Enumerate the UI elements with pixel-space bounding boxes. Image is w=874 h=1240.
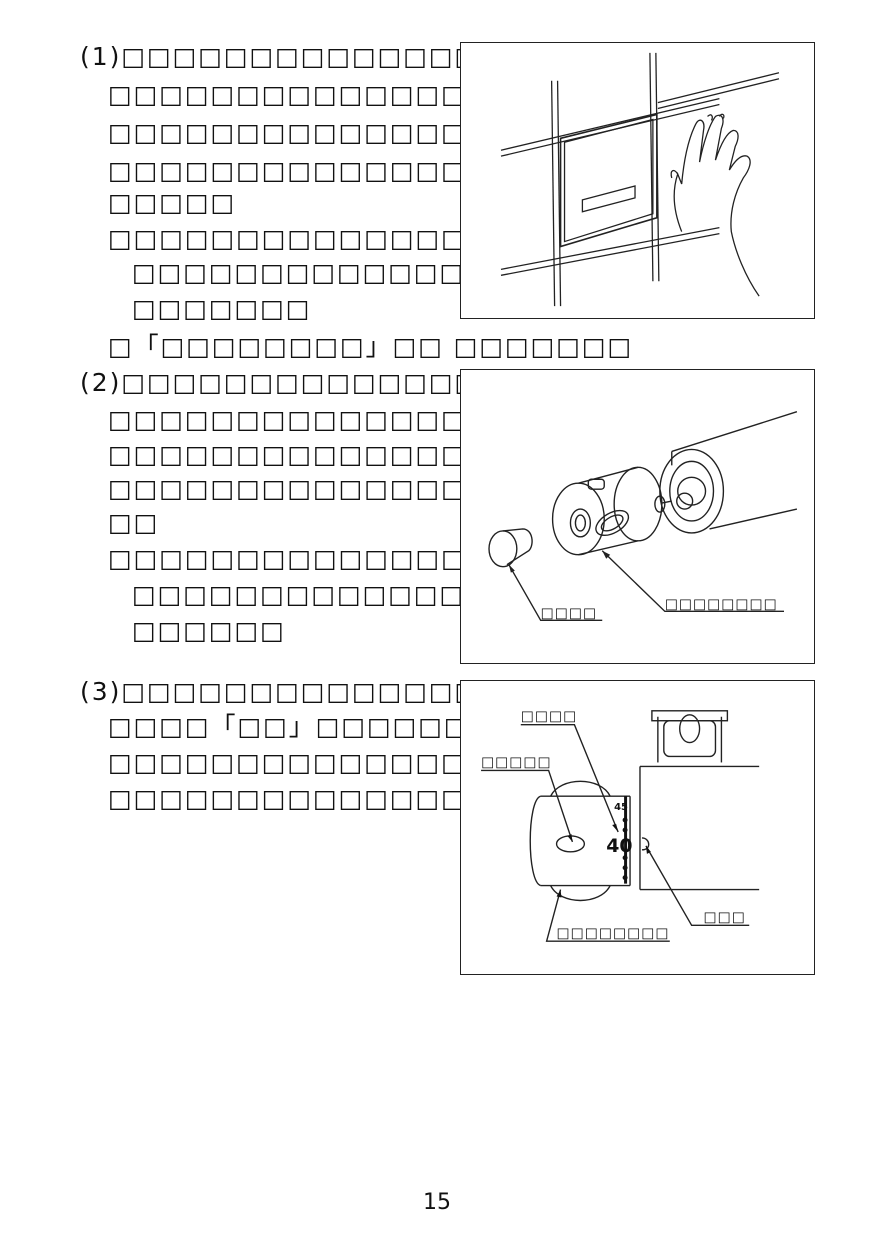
handle-assembly-illustration: □□□□ □□□□□□□□ [488, 411, 798, 621]
s2-line-8: □□□□□□ [132, 616, 286, 645]
s1-line-3: □□□□□□□□□□□□□□□ [108, 118, 493, 147]
s1-line-6: □□□□□□□□□□□□□□□ [108, 224, 493, 253]
s1-note-line: □「□□□□□□□□」□□ □□□□□□□ [108, 332, 634, 361]
s1-line-7: □□□□□□□□□□□□□□ [132, 258, 491, 287]
s3-line-2: □□□□「□□」□□□□□□□ [108, 712, 496, 741]
s2-line-7: □□□□□□□□□□□□□□ [132, 580, 491, 609]
s2-line-2: □□□□□□□□□□□□□□□ [108, 405, 493, 434]
handle-top-callout: □□□□□ [481, 754, 552, 770]
scale-callout: □□□□ [521, 709, 577, 725]
figure-temperature-dial: 45 40 □□□□ □□□□□ □□□ □□□□□□□□ [460, 680, 815, 975]
s1-line-8: □□□□□□□ [132, 294, 312, 323]
s1-line-1: (1)□□□□□□□□□□□□□□□ [80, 42, 506, 71]
s2-line-4: □□□□□□□□□□□□□□□ [108, 474, 493, 503]
handle-callout: □□□□□□□□ [665, 596, 778, 612]
page-number: 15 [423, 1190, 451, 1215]
temperature-dial-illustration: 45 40 □□□□ □□□□□ □□□ □□□□□□□□ [481, 709, 760, 942]
figure-handle-assembly: □□□□ □□□□□□□□ [460, 369, 815, 664]
dial-number-45: 45 [614, 802, 628, 813]
mark-callout: □□□ [704, 909, 746, 925]
cap-callout: □□□□ [541, 605, 597, 621]
s2-line-3: □□□□□□□□□□□□□□□□ [108, 440, 518, 469]
wall-sensor-illustration [500, 52, 780, 307]
s1-line-5: □□□□□ [108, 188, 237, 217]
handle-bottom-callout: □□□□□□□□ [557, 925, 670, 941]
s1-line-2: □□□□□□□□□□□□□□□□ [108, 80, 518, 109]
dial-number-40: 40 [606, 835, 632, 857]
s3-line-1: (3)□□□□□□□□□□□□□□□ [80, 677, 506, 706]
s2-line-5: □□ [108, 508, 160, 537]
figure-wall-sensor [460, 42, 815, 319]
s1-line-4: □□□□□□□□□□□□□□□ [108, 156, 493, 185]
s3-line-4: □□□□□□□□□□□□□□ [108, 784, 467, 813]
s3-line-3: □□□□□□□□□□□□□□□ [108, 748, 493, 777]
s2-line-6: □□□□□□□□□□□□□□□ [108, 544, 493, 573]
s2-line-1: (2)□□□□□□□□□□□□□□□ [80, 368, 506, 397]
